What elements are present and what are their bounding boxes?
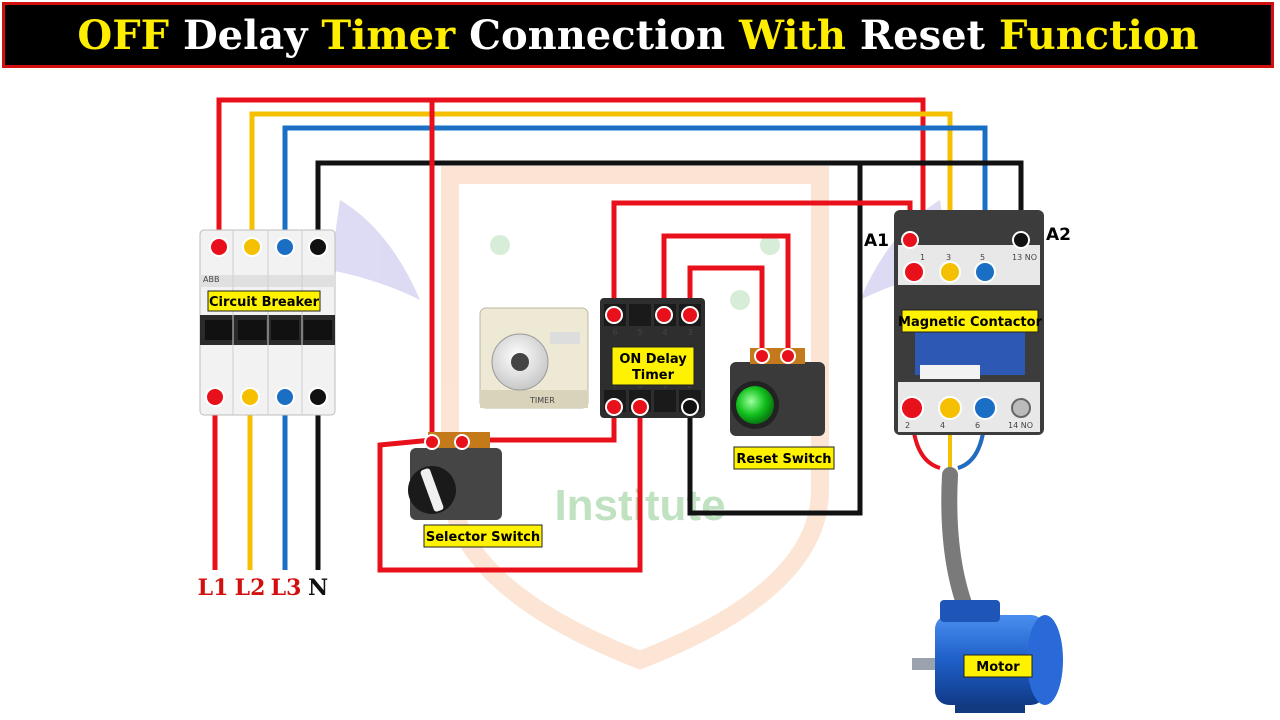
phase-label-l1: L1 (198, 575, 229, 601)
wire-neutral-supply (315, 160, 1024, 245)
contactor-mark-6: 6 (975, 421, 980, 430)
timer-terminal-4[interactable] (655, 306, 673, 324)
contactor-terminal-a2[interactable] (1012, 231, 1030, 249)
wire-selector-loop (377, 407, 643, 573)
timer-label-line2: Timer (632, 368, 675, 383)
contactor-terminal-a1[interactable] (901, 231, 919, 249)
wires (212, 97, 1024, 573)
breaker-terminal-l1-out[interactable] (205, 387, 225, 407)
selector-terminal-2[interactable] (454, 434, 470, 450)
timer-label-line1: ON Delay (619, 352, 687, 367)
contactor-terminal-l2[interactable] (939, 261, 961, 283)
selector-switch-label: Selector Switch (426, 530, 540, 545)
timer-pin-label-6: 6 (612, 328, 617, 337)
wire-timer3-to-reset (687, 265, 765, 357)
timer-terminal-7[interactable] (605, 398, 623, 416)
breaker-terminal-l2-in[interactable] (242, 237, 262, 257)
contactor-terminal-l1[interactable] (903, 261, 925, 283)
reset-button-cap[interactable] (736, 386, 774, 424)
title-part-timer: Timer (321, 11, 470, 59)
reset-terminal-2[interactable] (780, 348, 796, 364)
contactor-mark-1: 1 (920, 253, 925, 262)
breaker-terminal-l2-out[interactable] (240, 387, 260, 407)
reset-terminal-1[interactable] (754, 348, 770, 364)
circuit-breaker[interactable]: ABB Circuit Breaker (199, 229, 336, 416)
magnetic-contactor[interactable]: 1 3 5 13 NO 2 4 6 14 NO Magnetic Contact… (894, 210, 1044, 435)
selector-terminal-1[interactable] (424, 434, 440, 450)
timer-face-mark: TIMER (529, 396, 555, 405)
reset-switch-label: Reset Switch (736, 452, 831, 467)
motor-cable (910, 407, 987, 638)
title-part-connection: Connection (469, 11, 739, 59)
timer-pin-label-5: 5 (637, 328, 642, 337)
phase-label-l3: L3 (271, 575, 302, 601)
contactor-terminal-t1[interactable] (900, 396, 924, 420)
reset-switch[interactable]: Reset Switch (730, 348, 835, 470)
contactor-terminal-14no[interactable] (1011, 398, 1031, 418)
contactor-terminal-t2[interactable] (938, 396, 962, 420)
wire-l3-supply (282, 125, 988, 270)
wire-neutral-to-timer (687, 163, 863, 516)
title-part-reset: Reset (859, 11, 999, 59)
breaker-terminal-l1-in[interactable] (209, 237, 229, 257)
contactor-terminal-t3[interactable] (973, 396, 997, 420)
on-delay-timer[interactable]: 6 5 4 3 7 8 1 2 ON Delay Timer (600, 298, 705, 418)
contactor-mark-5: 5 (980, 253, 985, 262)
motor-label: Motor (976, 660, 1020, 675)
phase-label-n: N (308, 575, 328, 601)
timer-device-image: TIMER (479, 307, 589, 409)
contactor-mark-2: 2 (905, 421, 910, 430)
wiring-diagram: Institute (198, 97, 1071, 713)
timer-pin-label-4: 4 (662, 328, 667, 337)
timer-terminal-3[interactable] (681, 306, 699, 324)
wire-l2-supply (249, 111, 953, 270)
timer-terminal-8[interactable] (631, 398, 649, 416)
contactor-mark-13no: 13 NO (1012, 253, 1037, 262)
timer-pin-label-3: 3 (687, 328, 692, 337)
title-part-function: Function (998, 11, 1199, 59)
magnetic-contactor-label: Magnetic Contactor (898, 315, 1043, 330)
contactor-terminal-l3[interactable] (974, 261, 996, 283)
breaker-terminal-n-in[interactable] (308, 237, 328, 257)
wire-l1-supply (216, 97, 926, 270)
selector-switch[interactable]: Selector Switch (408, 432, 543, 548)
title-bar: OFF Delay Timer Connection With Reset Fu… (2, 2, 1274, 68)
breaker-terminal-n-out[interactable] (308, 387, 328, 407)
timer-terminal-6[interactable] (605, 306, 623, 324)
a2-label: A2 (1046, 225, 1071, 245)
title-part-with: With (738, 11, 860, 59)
selector-knob[interactable] (420, 468, 444, 513)
a1-label: A1 (864, 231, 889, 251)
phase-label-l2: L2 (235, 575, 266, 601)
motor-shaft (912, 658, 942, 670)
breaker-brand: ABB (203, 275, 219, 284)
contactor-mark-4: 4 (940, 421, 945, 430)
contactor-mark-14no: 14 NO (1008, 421, 1033, 430)
circuit-breaker-label: Circuit Breaker (209, 295, 320, 310)
wire-timer4-to-reset (661, 233, 791, 357)
timer-terminal-2[interactable] (681, 398, 699, 416)
motor[interactable]: Motor (912, 600, 1063, 713)
title-part-delay: Delay (182, 11, 322, 59)
contactor-mark-3: 3 (946, 253, 951, 262)
breaker-terminal-l3-out[interactable] (275, 387, 295, 407)
breaker-terminal-l3-in[interactable] (275, 237, 295, 257)
title-part-off: OFF (77, 11, 183, 59)
